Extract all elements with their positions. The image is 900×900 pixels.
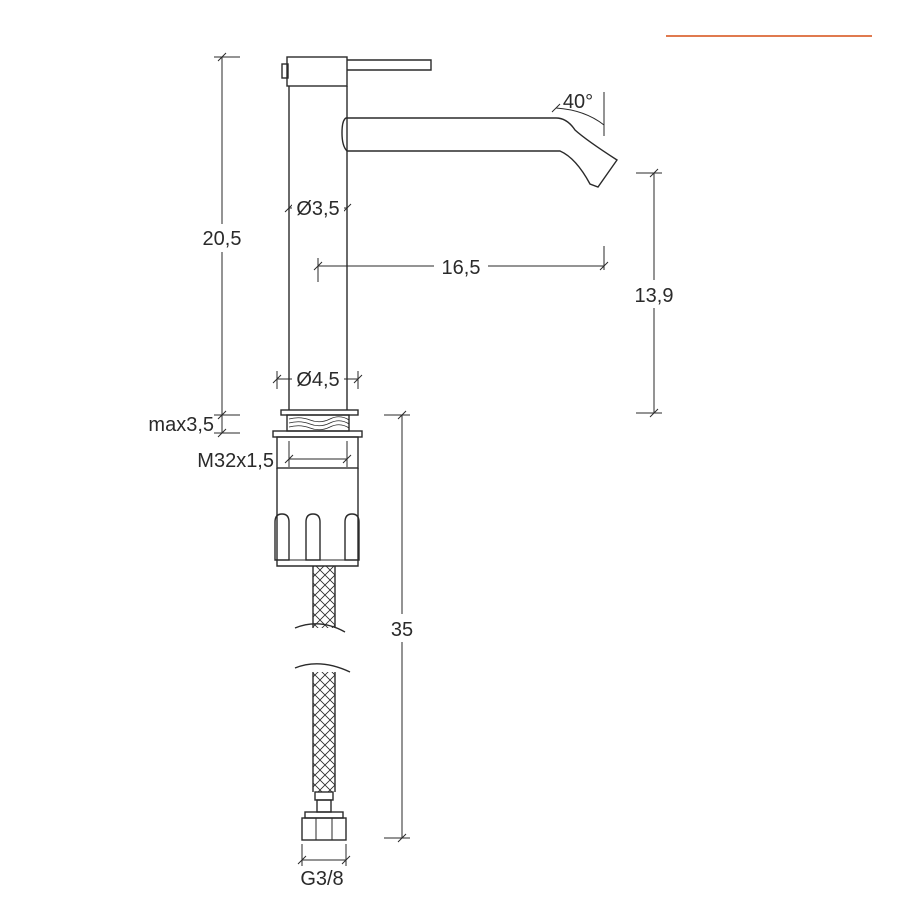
label-max-deck-thickness: max3,5 xyxy=(148,414,214,436)
dimension-spout-height xyxy=(628,168,680,418)
label-body-diameter-upper: Ø3,5 xyxy=(296,198,339,220)
label-hose-connection: G3/8 xyxy=(300,868,343,890)
dimension-total-height xyxy=(196,52,248,420)
flexible-hose xyxy=(294,566,351,841)
label-spout-height: 13,9 xyxy=(635,285,674,307)
mounting-nut xyxy=(274,468,360,567)
dimension-spout-angle xyxy=(551,92,605,136)
label-spout-angle: 40° xyxy=(563,91,593,113)
label-total-height: 20,5 xyxy=(203,228,242,250)
label-thread-size: M32x1,5 xyxy=(197,450,274,472)
label-body-diameter-lower: Ø4,5 xyxy=(296,369,339,391)
dimension-hose-length xyxy=(382,410,422,843)
label-spout-reach: 16,5 xyxy=(442,257,481,279)
dimension-thread-size xyxy=(284,441,352,467)
dimension-max-deck-thickness xyxy=(214,415,240,438)
thread-section xyxy=(272,414,363,469)
label-hose-length: 35 xyxy=(391,619,413,641)
dimension-spout-reach xyxy=(313,246,609,282)
dimension-body-diameter-lower xyxy=(272,365,363,391)
dimension-hose-connection xyxy=(297,844,351,866)
dimension-body-diameter-upper xyxy=(284,194,352,220)
faucet-body xyxy=(280,56,618,416)
